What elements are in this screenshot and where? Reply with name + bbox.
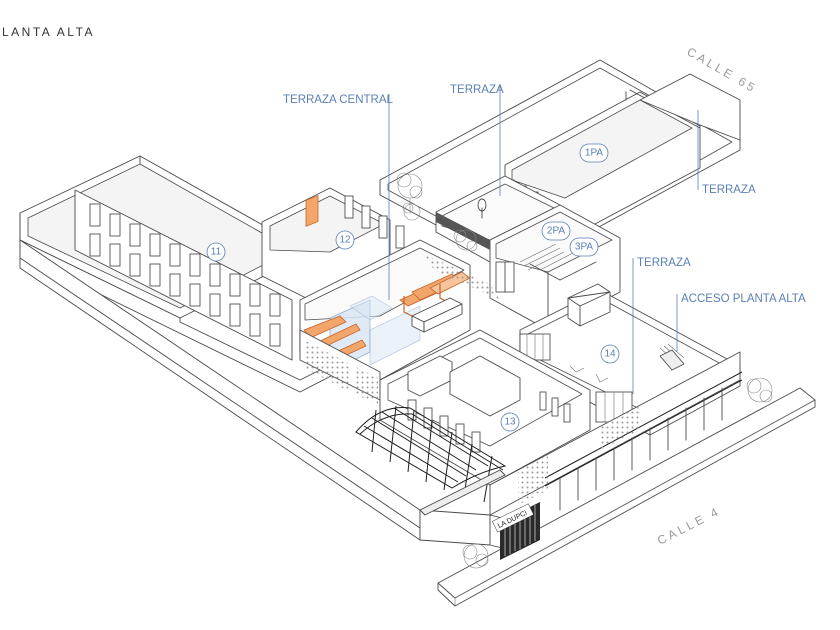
stairs-2pa: [519, 243, 565, 271]
svg-text:2PA: 2PA: [547, 226, 565, 237]
gravel-strip: [424, 254, 500, 300]
calle-4-facade: LA DUPCi: [419, 351, 743, 560]
terrace-furniture: [299, 194, 471, 361]
svg-text:11: 11: [211, 247, 222, 258]
room-number-3pa: 3PA: [569, 237, 599, 257]
curved-canopy-roof: [355, 405, 507, 516]
svg-text:TERRAZA: TERRAZA: [637, 257, 691, 269]
svg-text:TERRAZA: TERRAZA: [450, 84, 504, 96]
label-acceso-planta-alta: ACCESO PLANTA ALTA: [676, 293, 806, 352]
svg-text:1PA: 1PA: [585, 148, 603, 159]
svg-text:ACCESO PLANTA ALTA: ACCESO PLANTA ALTA: [681, 293, 806, 305]
acceso-stairs: [659, 343, 685, 371]
facade-louvers: [544, 371, 743, 511]
glass-walls-14: [519, 333, 633, 423]
tree-icon: [396, 172, 423, 212]
tree-icon: [402, 202, 421, 221]
glass-partition: [349, 295, 393, 321]
room-number-1pa: 1PA: [579, 143, 609, 163]
glass-partition: [369, 305, 421, 366]
building-block-11: [19, 155, 421, 541]
svg-text:12: 12: [339, 235, 351, 246]
room-number-12: 12: [335, 230, 355, 250]
windows-block-13: [407, 391, 571, 453]
svg-text:3PA: 3PA: [575, 242, 593, 253]
svg-text:TERRAZA CENTRAL: TERRAZA CENTRAL: [283, 94, 394, 106]
building-block-13: [379, 329, 591, 486]
room-number-14: 14: [600, 344, 620, 364]
room-number-13: 13: [500, 412, 520, 432]
room-number-11: 11: [206, 242, 226, 262]
svg-text:14: 14: [604, 349, 616, 360]
tree-icon: [746, 377, 773, 403]
windows-block-12: [344, 195, 405, 249]
windows-block-11: [89, 203, 281, 347]
tree-icon: [453, 229, 478, 252]
drawing-title: LANTA ALTA: [2, 25, 95, 39]
svg-text:TERRAZA: TERRAZA: [702, 184, 756, 196]
svg-text:13: 13: [504, 417, 516, 428]
street-calle-4: CALLE 4: [655, 504, 723, 548]
sidewalk-calle-4: [437, 387, 816, 607]
lattice-block: [518, 455, 548, 505]
trees: [396, 172, 773, 569]
lattice-block: [600, 406, 640, 450]
tree-icon: [462, 543, 489, 569]
label-terraza-right: TERRAZA: [697, 110, 756, 196]
label-terraza-top: TERRAZA: [450, 84, 504, 196]
label-terraza-mid: TERRAZA: [632, 257, 691, 394]
room-number-2pa: 2PA: [541, 221, 571, 241]
label-terraza-central: TERRAZA CENTRAL: [283, 94, 394, 300]
